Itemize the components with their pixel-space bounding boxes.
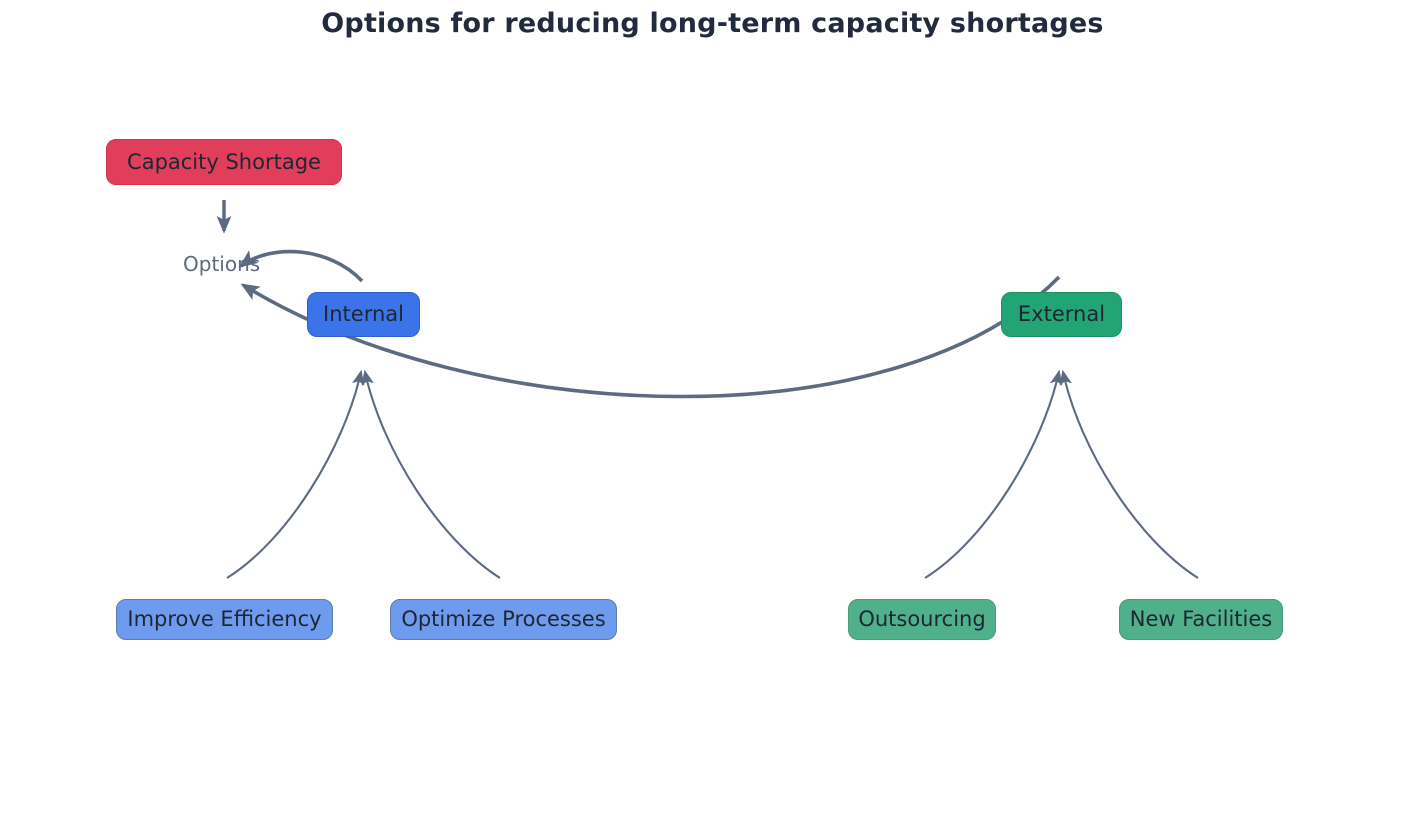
edge-internal-to-options: [238, 249, 364, 283]
node-outsourcing[interactable]: Outsourcing: [848, 599, 996, 640]
edge-outsourcing-to-external: [924, 369, 1063, 579]
node-internal[interactable]: Internal: [307, 292, 420, 337]
page-title: Options for reducing long-term capacity …: [321, 8, 1104, 39]
node-new-facilities[interactable]: New Facilities: [1119, 599, 1283, 640]
edge-improve-efficiency-to-internal: [226, 369, 365, 579]
edge-label-options: Options: [183, 252, 261, 276]
edge-new-facilities-to-external: [1059, 369, 1199, 579]
node-capacity-shortage[interactable]: Capacity Shortage: [106, 139, 342, 185]
edge-external-to-options: [240, 275, 1061, 399]
node-external[interactable]: External: [1001, 292, 1122, 337]
node-optimize-processes[interactable]: Optimize Processes: [390, 599, 617, 640]
edge-optimize-processes-to-internal: [361, 369, 501, 579]
node-improve-efficiency[interactable]: Improve Efficiency: [116, 599, 333, 640]
